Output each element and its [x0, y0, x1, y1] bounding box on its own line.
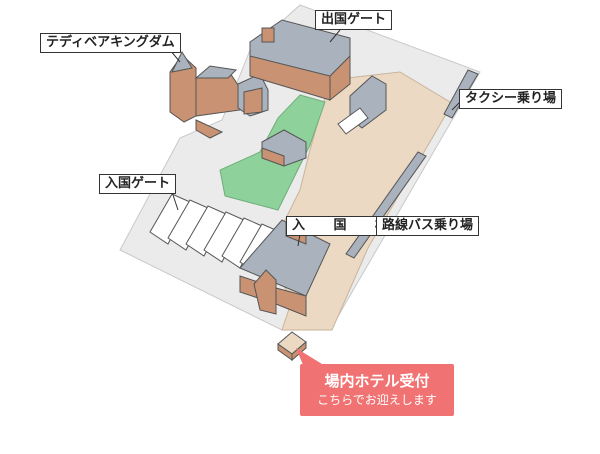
label-bus-stand: 路線バス乗り場 — [376, 216, 480, 236]
callout-title: 場内ホテル受付 — [324, 372, 430, 390]
label-entry-gate: 入国ゲート — [99, 174, 177, 194]
departure-gate-building — [249, 19, 351, 102]
label-teddy-bear-kingdom: テディベアキングダム — [40, 33, 181, 53]
teddy-bear-kingdom-building — [169, 50, 269, 139]
label-taxi-stand: タクシー乗り場 — [459, 89, 563, 109]
callout-subtitle: こちらでお迎えします — [317, 393, 437, 407]
plaza-building — [337, 75, 387, 135]
hotel-reception-callout: 場内ホテル受付 こちらでお迎えします — [300, 364, 454, 416]
hotel-reception-kiosk — [277, 331, 307, 362]
label-departure-gate: 出国ゲート — [315, 10, 393, 30]
garden-pavilion — [261, 129, 307, 167]
